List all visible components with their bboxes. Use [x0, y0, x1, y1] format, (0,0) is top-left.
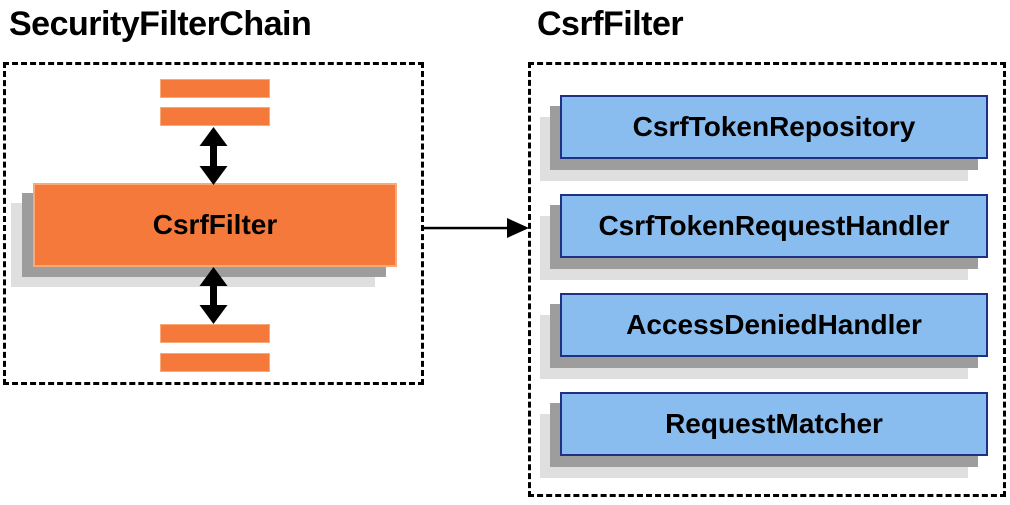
csrf-filter-box-stack: CsrfFilter [11, 183, 397, 287]
component-label: CsrfTokenRequestHandler [598, 210, 950, 241]
csrf-filter-box-label: CsrfFilter [152, 209, 278, 240]
component-box-stack: CsrfTokenRequestHandler [540, 194, 988, 280]
csrf-filter-container [528, 62, 1006, 497]
flow-arrow-icon [423, 218, 529, 238]
component-box-access-denied-handler: AccessDeniedHandler [560, 293, 988, 357]
component-box-stack: CsrfTokenRepository [540, 95, 988, 181]
component-label: AccessDeniedHandler [626, 309, 922, 340]
left-panel-title: SecurityFilterChain [9, 5, 312, 43]
component-box-csrf-token-request-handler: CsrfTokenRequestHandler [560, 194, 988, 258]
component-box-stack: AccessDeniedHandler [540, 293, 988, 379]
component-label: RequestMatcher [665, 408, 883, 439]
security-filter-chain-container [3, 62, 424, 385]
filter-placeholder-bar [160, 107, 270, 126]
component-box-stack: RequestMatcher [540, 392, 988, 478]
filter-placeholder-bar [160, 324, 270, 343]
component-label: CsrfTokenRepository [632, 111, 916, 142]
csrf-filter-box: CsrfFilter [33, 183, 397, 267]
filter-placeholder-bar [160, 79, 270, 98]
right-panel-title: CsrfFilter [537, 5, 684, 43]
component-box-csrf-token-repository: CsrfTokenRepository [560, 95, 988, 159]
component-box-request-matcher: RequestMatcher [560, 392, 988, 456]
filter-placeholder-bar [160, 353, 270, 372]
